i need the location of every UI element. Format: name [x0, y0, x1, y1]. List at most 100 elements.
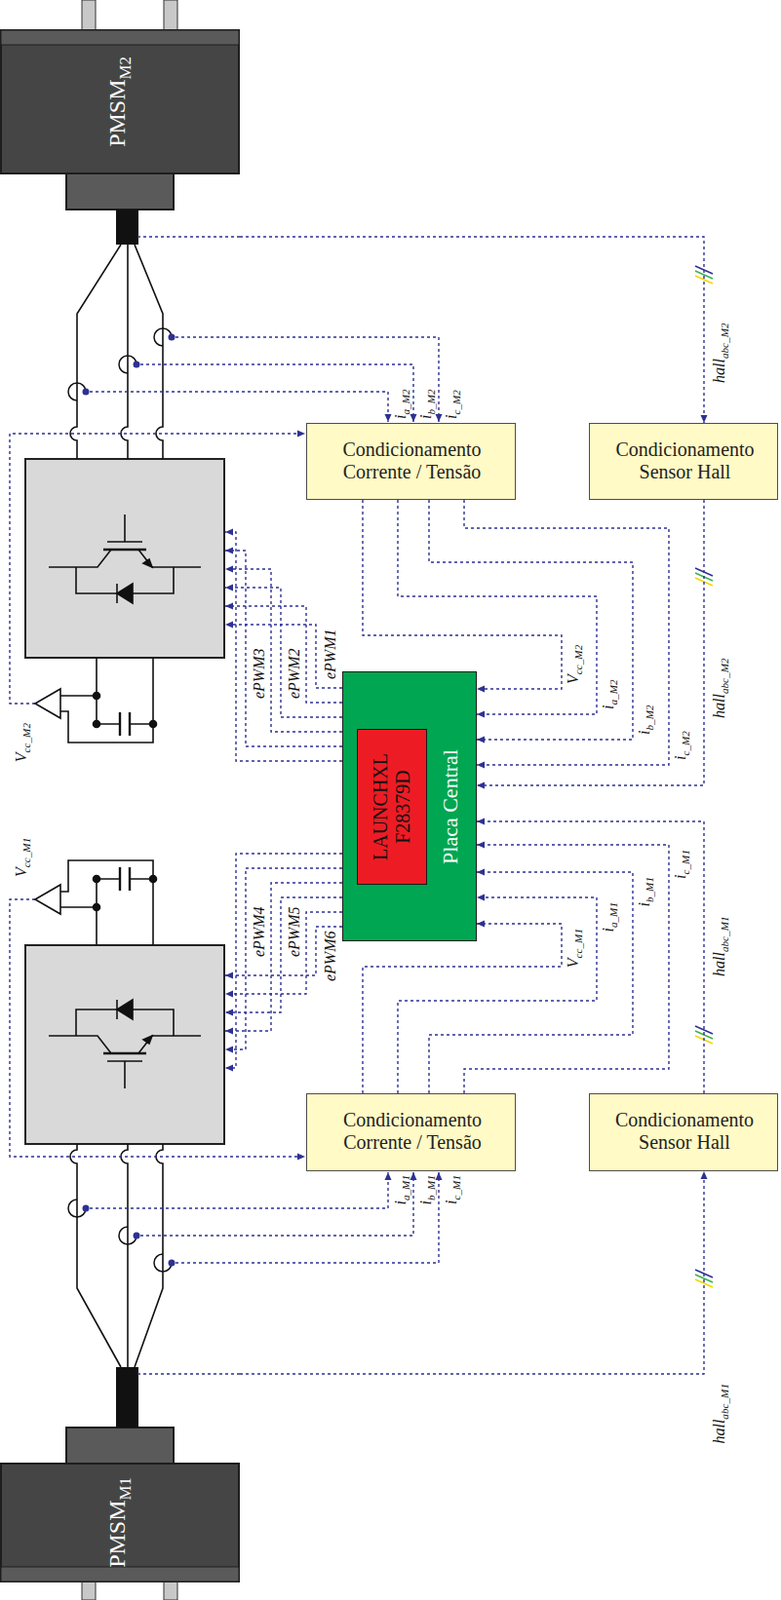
text-base: hall [710, 952, 728, 977]
text-subscript: M2 [116, 56, 135, 79]
signal-label: hallabc_M1 [711, 916, 731, 977]
signal-wires-part [89, 391, 389, 423]
text-subscript: c_M2 [679, 731, 692, 756]
signal-wires-part [175, 337, 439, 423]
sensor-dots [82, 334, 176, 1268]
motor-m1-drawing-part [81, 1582, 96, 1600]
signal-wires-part [9, 899, 306, 1158]
sensor-dots-part [82, 389, 90, 396]
motor-m2-drawing-part [81, 0, 96, 31]
signal-connector [239, 1171, 704, 1375]
dc-link-m2-part [60, 695, 97, 698]
dc-link-m2-part [93, 721, 101, 729]
signal-label: ePWM5 [286, 906, 303, 958]
dc-link-m2-part [35, 689, 61, 719]
text-base: i [671, 756, 689, 761]
signal-label: hallabc_M1 [711, 1384, 731, 1445]
text-subscript: abc_M2 [718, 658, 731, 695]
text-subscript: cc_M1 [20, 838, 33, 868]
text-base: hall [710, 694, 728, 719]
dc-link-m1-part [118, 867, 121, 892]
dc-link-m2-part [150, 721, 157, 729]
signal-label: hallabc_M2 [711, 658, 731, 719]
signal-wires-part [9, 433, 306, 704]
motor-m1-drawing-part [66, 1428, 174, 1465]
motor-m1-drawing-part [116, 1367, 139, 1429]
text-subscript: abc_M1 [718, 916, 731, 953]
signal-wires-part [140, 1172, 414, 1237]
dc-link-m2 [35, 658, 157, 743]
text-frame: PMSMM1 [0, 1464, 240, 1583]
signal-label: ia_M2 [392, 389, 412, 420]
signal-connector [239, 236, 704, 424]
motor-wires-part [70, 1144, 121, 1368]
inverter-m2 [25, 459, 225, 659]
signal-label: ic_M2 [443, 390, 463, 420]
node-label: Condicionamento Sensor Hall [597, 1109, 772, 1155]
signal-label: ib_M2 [418, 389, 437, 420]
signal-label: ePWM2 [286, 648, 303, 700]
sensor-dots-part [168, 1260, 176, 1268]
text-frame: PMSMM2 [0, 30, 240, 174]
signal-connector [362, 924, 562, 1094]
text-frame: Condicionamento Sensor Hall [589, 1093, 780, 1172]
text-frame: Placa Central [432, 673, 469, 941]
text-base: i [391, 1201, 409, 1206]
motor-m2-drawing-part [0, 30, 239, 45]
dc-link-m2-part [118, 712, 121, 737]
launchpad-board: LAUNCHXL F28379D [356, 729, 428, 886]
signal-label: ic_M2 [672, 731, 692, 761]
sensor-dots-part [82, 1206, 90, 1213]
hall-conditioning-box: Condicionamento Sensor Hall [588, 423, 779, 501]
motor-wires [70, 244, 163, 1368]
text-base: PMSM [104, 1500, 130, 1568]
dc-link-m1-part [93, 904, 101, 912]
signal-label: hallabc_M2 [711, 322, 731, 384]
sensor-dots-part [133, 1233, 141, 1241]
pwm-wire [225, 854, 343, 1069]
text-subscript: b_M2 [643, 704, 656, 731]
pwm-wire [225, 624, 343, 689]
signal-label: ib_M1 [636, 877, 656, 908]
pwm-wire [225, 569, 343, 733]
text-base: i [417, 1201, 434, 1206]
node-label: PMSMM1 [104, 1478, 135, 1569]
text-base: i [442, 1200, 460, 1205]
text-base: i [635, 731, 653, 736]
dc-link-m1-part [129, 879, 154, 946]
node-label: PMSMM2 [104, 56, 135, 148]
signal-label: Vcc_M1 [13, 838, 33, 878]
signal-wires-part [137, 235, 240, 237]
dc-link-m2-part [60, 711, 154, 743]
motor-wires-part [120, 1144, 128, 1368]
hall-conditioning-box: Condicionamento Sensor Hall [588, 1093, 779, 1172]
pwm-wire [225, 587, 343, 718]
text-frame: LAUNCHXL F28379D [357, 730, 427, 885]
text-base: V [564, 674, 582, 685]
text-subscript: cc_M2 [572, 645, 585, 675]
motor-m1-drawing-part [0, 1464, 239, 1583]
signal-label: ia_M2 [600, 679, 620, 710]
signal-label: ePWM3 [251, 648, 268, 700]
pwm-wire [225, 550, 343, 747]
signal-label: Vcc_M2 [565, 645, 585, 685]
signal-wires-part [140, 364, 414, 423]
text-subscript: abc_M1 [718, 1384, 731, 1421]
text-subscript: c_M2 [450, 390, 463, 415]
pwm-wire [225, 898, 343, 1014]
pwm-wire [225, 606, 343, 703]
node-label: Condicionamento Corrente / Tensão [314, 1109, 509, 1155]
text-subscript: b_M1 [425, 1175, 437, 1202]
motor-m2-drawing-part [163, 0, 178, 31]
node-label: Placa Central [437, 749, 463, 865]
motor-wires-part [70, 244, 121, 460]
text-frame: Condicionamento Sensor Hall [589, 422, 780, 500]
signal-label: ib_M1 [418, 1175, 437, 1207]
text-base: i [599, 928, 617, 933]
node-label: Condicionamento Corrente / Tensão [314, 438, 509, 484]
text-subscript: b_M2 [425, 389, 437, 415]
motor-wires-part [134, 244, 163, 460]
dc-link-m1-part [35, 885, 61, 915]
pwm-wire [225, 868, 343, 1051]
signal-label: ib_M2 [636, 704, 656, 736]
